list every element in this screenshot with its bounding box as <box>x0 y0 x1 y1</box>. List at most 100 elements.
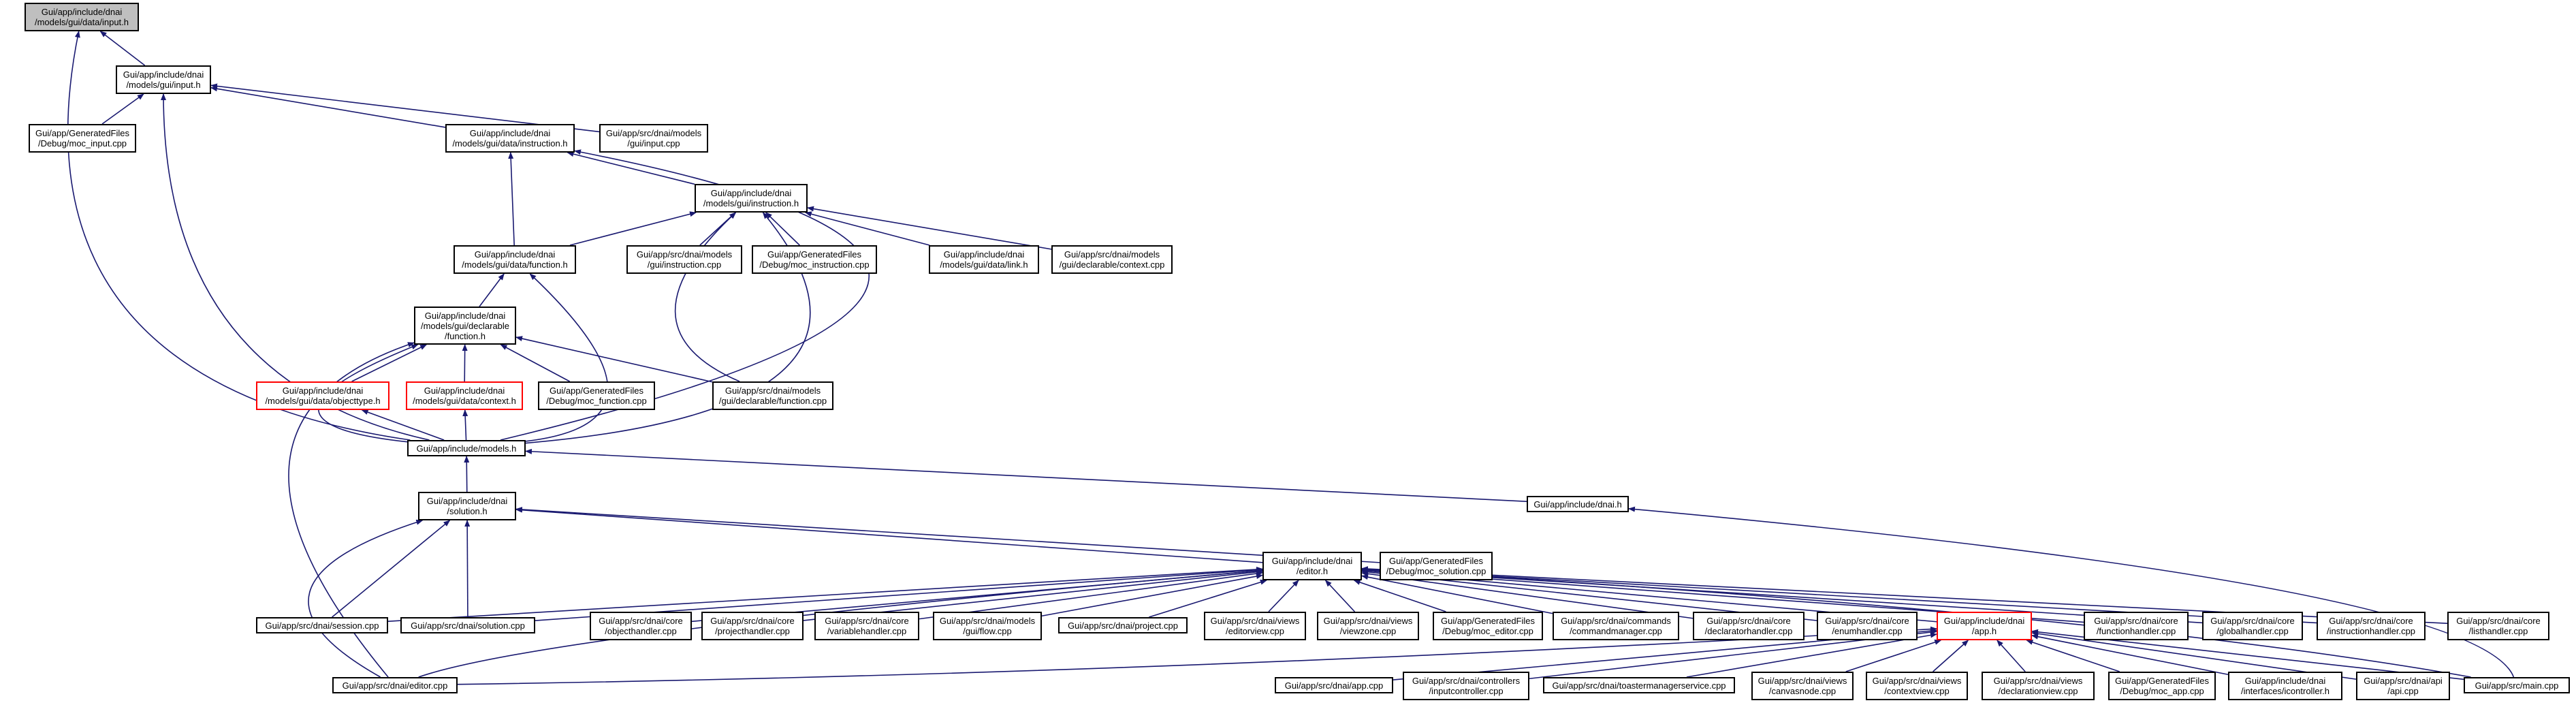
node-session-cpp[interactable]: Gui/app/src/dnai/session.cpp <box>256 617 388 633</box>
node-commandmanager-cpp[interactable]: Gui/app/src/dnai/commands /commandmanage… <box>1553 612 1679 640</box>
node-line: Gui/app/GeneratedFiles <box>2114 676 2210 686</box>
node-line: Gui/app/src/dnai/views <box>1210 616 1300 626</box>
node-line: /app.h <box>1971 626 1997 636</box>
dependency-edge <box>1041 574 1263 617</box>
node-gui-input-h[interactable]: Gui/app/include/dnai /models/gui/input.h <box>116 65 211 94</box>
dependency-edge <box>2031 633 2229 676</box>
node-editor-h[interactable]: Gui/app/include/dnai /editor.h <box>1262 552 1362 580</box>
node-inputcontroller-cpp[interactable]: Gui/app/src/dnai/controllers /inputcontr… <box>1403 672 1529 700</box>
node-declarable-function-h[interactable]: Gui/app/include/dnai /models/gui/declara… <box>414 307 516 345</box>
node-line: /Debug/moc_app.cpp <box>2120 686 2204 696</box>
node-line: /Debug/moc_instruction.cpp <box>759 260 870 270</box>
node-line: Gui/app/include/dnai <box>123 69 204 80</box>
node-variablehandler-cpp[interactable]: Gui/app/src/dnai/core /variablehandler.c… <box>814 612 919 640</box>
node-line: Gui/app/src/dnai/models <box>605 128 702 138</box>
node-line: Gui/app/src/dnai/core <box>2094 616 2178 626</box>
node-icontroller-h[interactable]: Gui/app/include/dnai /interfaces/icontro… <box>2228 672 2342 700</box>
node-line: Gui/app/src/main.cpp <box>2475 680 2559 691</box>
node-objecthandler-cpp[interactable]: Gui/app/src/dnai/core /objecthandler.cpp <box>590 612 692 640</box>
node-objecttype-h[interactable]: Gui/app/include/dnai /models/gui/data/ob… <box>256 381 389 410</box>
node-canvasnode-cpp[interactable]: Gui/app/src/dnai/views /canvasnode.cpp <box>1751 672 1854 700</box>
node-projecthandler-cpp[interactable]: Gui/app/src/dnai/core /projecthandler.cp… <box>701 612 804 640</box>
node-link-h[interactable]: Gui/app/include/dnai /models/gui/data/li… <box>929 245 1039 274</box>
node-declaratorhandler-cpp[interactable]: Gui/app/src/dnai/core /declaratorhandler… <box>1693 612 1804 640</box>
dependency-edge <box>525 448 1527 503</box>
node-dnai-h[interactable]: Gui/app/include/dnai.h <box>1527 496 1629 512</box>
node-instruction-cpp[interactable]: Gui/app/src/dnai/models /gui/instruction… <box>626 245 742 274</box>
node-line: Gui/app/src/dnai/core <box>710 616 795 626</box>
node-api-cpp[interactable]: Gui/app/src/dnai/api /api.cpp <box>2356 672 2450 700</box>
node-line: Gui/app/src/dnai/toastermanagerservice.c… <box>1552 680 1726 691</box>
node-flow-cpp[interactable]: Gui/app/src/dnai/models /gui/flow.cpp <box>933 612 1042 640</box>
dependency-edge <box>101 93 144 125</box>
node-contextview-cpp[interactable]: Gui/app/src/dnai/views /contextview.cpp <box>1866 672 1968 700</box>
node-toastermanagerservice-cpp[interactable]: Gui/app/src/dnai/toastermanagerservice.c… <box>1543 677 1735 693</box>
dependency-edge <box>567 151 695 185</box>
node-moc-app-cpp[interactable]: Gui/app/GeneratedFiles /Debug/moc_app.cp… <box>2108 672 2216 700</box>
node-line: /viewzone.cpp <box>1339 626 1397 636</box>
node-line: /solution.h <box>447 506 488 516</box>
node-line: Gui/app/include/dnai <box>2244 676 2326 686</box>
node-editor-cpp[interactable]: Gui/app/src/dnai/editor.cpp <box>332 677 458 693</box>
node-line: Gui/app/src/dnai/session.cpp <box>265 620 379 631</box>
dependency-edge <box>1361 571 1694 619</box>
dependency-edge <box>457 626 1937 685</box>
node-line: /models/gui/data/objecttype.h <box>265 396 381 406</box>
node-line: Gui/app/src/dnai/core <box>2329 616 2413 626</box>
node-instructionhandler-cpp[interactable]: Gui/app/src/dnai/core /instructionhandle… <box>2317 612 2426 640</box>
dependency-edge <box>210 86 446 128</box>
node-main-cpp[interactable]: Gui/app/src/main.cpp <box>2464 677 2570 693</box>
node-line: Gui/app/src/dnai/views <box>1872 676 1962 686</box>
node-enumhandler-cpp[interactable]: Gui/app/src/dnai/core /enumhandler.cpp <box>1817 612 1918 640</box>
node-line: /functionhandler.cpp <box>2096 626 2176 636</box>
node-line: /Debug/moc_editor.cpp <box>1442 626 1533 636</box>
node-app-h[interactable]: Gui/app/include/dnai /app.h <box>1937 612 2032 640</box>
node-moc-instruction-cpp[interactable]: Gui/app/GeneratedFiles /Debug/moc_instru… <box>752 245 877 274</box>
node-models-h[interactable]: Gui/app/include/models.h <box>407 440 526 456</box>
node-line: Gui/app/src/dnai/editor.cpp <box>342 680 448 691</box>
node-data-function-h[interactable]: Gui/app/include/dnai /models/gui/data/fu… <box>454 245 576 274</box>
dependency-edge <box>462 409 468 441</box>
node-moc-input-cpp[interactable]: Gui/app/GeneratedFiles /Debug/moc_input.… <box>29 124 136 153</box>
node-listhandler-cpp[interactable]: Gui/app/src/dnai/core /listhandler.cpp <box>2447 612 2549 640</box>
dependency-edge <box>1686 632 1937 678</box>
node-solution-cpp[interactable]: Gui/app/src/dnai/solution.cpp <box>400 617 535 633</box>
node-line: /api.cpp <box>2387 686 2419 696</box>
node-line: /function.h <box>445 330 486 341</box>
node-moc-function-cpp[interactable]: Gui/app/GeneratedFiles /Debug/moc_functi… <box>538 381 655 410</box>
node-moc-editor-cpp[interactable]: Gui/app/GeneratedFiles /Debug/moc_editor… <box>1433 612 1543 640</box>
node-functionhandler-cpp[interactable]: Gui/app/src/dnai/core /functionhandler.c… <box>2084 612 2189 640</box>
node-line: Gui/app/include/dnai <box>943 249 1025 260</box>
dependency-edge <box>464 456 470 492</box>
node-line: Gui/app/src/dnai/controllers <box>1412 676 1521 686</box>
node-context-h[interactable]: Gui/app/include/dnai /models/gui/data/co… <box>406 381 523 410</box>
node-input-cpp[interactable]: Gui/app/src/dnai/models /gui/input.cpp <box>599 124 708 153</box>
node-line: Gui/app/src/dnai/models <box>725 386 821 396</box>
node-function-cpp[interactable]: Gui/app/src/dnai/models /gui/declarable/… <box>712 381 833 410</box>
node-line: Gui/app/GeneratedFiles <box>1440 616 1536 626</box>
node-moc-solution-cpp[interactable]: Gui/app/GeneratedFiles /Debug/moc_soluti… <box>1380 552 1493 580</box>
dependency-edge <box>308 519 424 678</box>
node-editorview-cpp[interactable]: Gui/app/src/dnai/views /editorview.cpp <box>1204 612 1306 640</box>
node-line: Gui/app/src/dnai/core <box>2456 616 2541 626</box>
node-root-input-h[interactable]: Gui/app/include/dnai /models/gui/data/in… <box>25 3 139 31</box>
dependency-edge <box>2031 631 2357 680</box>
dependency-edge <box>674 212 740 382</box>
node-data-instruction-h[interactable]: Gui/app/include/dnai /models/gui/data/in… <box>445 124 575 153</box>
node-line: /globalhandler.cpp <box>2216 626 2289 636</box>
node-globalhandler-cpp[interactable]: Gui/app/src/dnai/core /globalhandler.cpp <box>2202 612 2303 640</box>
node-declarationview-cpp[interactable]: Gui/app/src/dnai/views /declarationview.… <box>1982 672 2095 700</box>
node-gui-instruction-h[interactable]: Gui/app/include/dnai /models/gui/instruc… <box>695 184 808 213</box>
node-context-cpp[interactable]: Gui/app/src/dnai/models /gui/declarable/… <box>1051 245 1173 274</box>
node-project-cpp[interactable]: Gui/app/src/dnai/project.cpp <box>1058 617 1188 633</box>
node-app-cpp[interactable]: Gui/app/src/dnai/app.cpp <box>1275 677 1393 693</box>
node-viewzone-cpp[interactable]: Gui/app/src/dnai/views /viewzone.cpp <box>1317 612 1419 640</box>
node-line: /declaratorhandler.cpp <box>1704 626 1793 636</box>
node-line: Gui/app/src/dnai/views <box>1758 676 1847 686</box>
node-line: Gui/app/include/dnai <box>41 7 123 17</box>
node-line: /models/gui/data/link.h <box>940 260 1028 270</box>
node-line: /objecthandler.cpp <box>605 626 677 636</box>
node-solution-h[interactable]: Gui/app/include/dnai /solution.h <box>418 492 516 520</box>
dependency-edge <box>569 211 697 246</box>
node-line: /inputcontroller.cpp <box>1429 686 1504 696</box>
